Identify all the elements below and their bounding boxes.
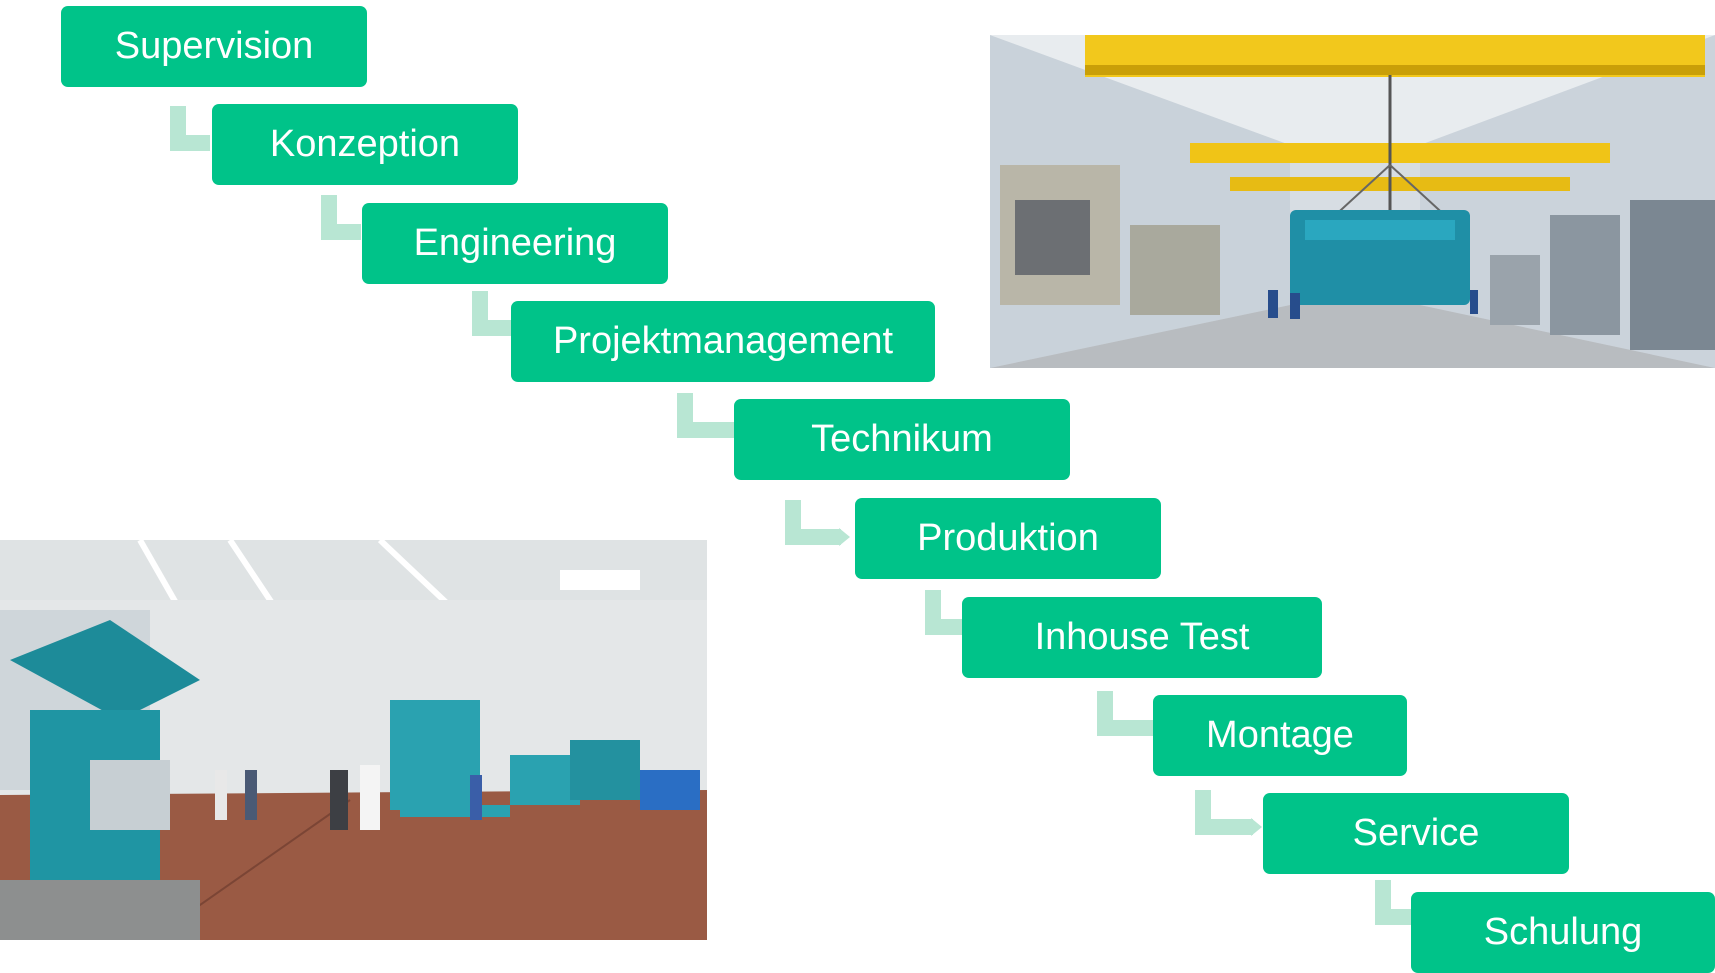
step-konzeption: Konzeption <box>212 104 518 185</box>
step-montage: Montage <box>1153 695 1407 776</box>
step-inhouse-test: Inhouse Test <box>962 597 1322 678</box>
step-supervision: Supervision <box>61 6 367 87</box>
step-produktion: Produktion <box>855 498 1161 579</box>
factory-hall-crane-photo <box>990 35 1715 368</box>
step-schulung: Schulung <box>1411 892 1715 973</box>
step-projektmanagement: Projektmanagement <box>511 301 935 382</box>
step-technikum: Technikum <box>734 399 1070 480</box>
step-engineering: Engineering <box>362 203 668 284</box>
step-service: Service <box>1263 793 1569 874</box>
lab-machines-photo <box>0 540 707 940</box>
